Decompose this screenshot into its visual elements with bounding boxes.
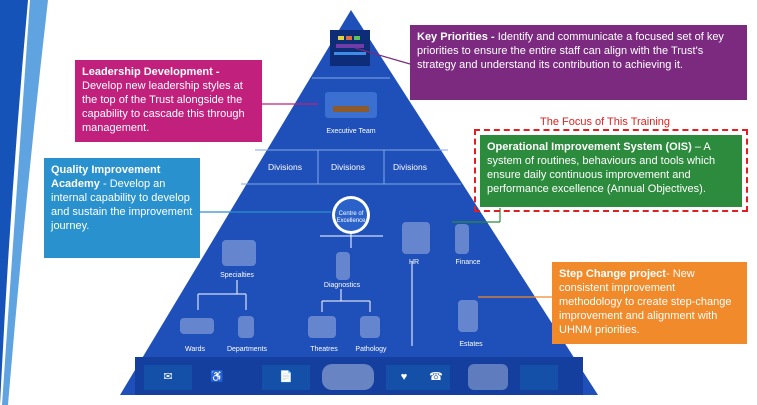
- focus-dashed-frame: [474, 129, 748, 212]
- executive-team-label: Executive Team: [326, 128, 376, 135]
- leadership-body: Develop new leadership styles at the top…: [82, 80, 245, 134]
- step-change-project-box: Step Change project- New consistent impr…: [552, 262, 747, 344]
- monitor-tile: [386, 365, 422, 390]
- quality-improvement-academy-box: Quality Improvement Academy - Develop an…: [44, 158, 200, 258]
- key-priorities-box: Key Priorities - Identify and communicat…: [410, 25, 747, 100]
- centre-of-excellence-label: Centre of Excellence: [336, 211, 366, 224]
- pathology-label: Pathology: [355, 346, 387, 353]
- scanner-icon: [322, 364, 374, 390]
- chat-icon: ✉: [163, 371, 173, 383]
- focus-of-training-label: The Focus of This Training: [540, 116, 671, 128]
- ois-title: Operational Improvement System (OIS): [487, 141, 692, 153]
- key-priorities-body: Identify and communicate a focused set o…: [417, 31, 724, 71]
- phone-tile: [422, 365, 450, 390]
- chat-tile: [144, 365, 192, 390]
- wheelchair-icon: ♿: [210, 371, 224, 383]
- step-change-body: - New consistent improvement methodology…: [559, 268, 732, 336]
- ois-box: Operational Improvement System (OIS) – A…: [480, 135, 742, 207]
- divisions-label-right: Divisions: [393, 162, 428, 172]
- finance-label: Finance: [455, 259, 481, 266]
- patient-icon: [468, 364, 508, 390]
- theatres-people-icon: [308, 316, 336, 338]
- decorative-stripes: [0, 0, 48, 405]
- qia-title: Quality Improvement Academy: [51, 164, 161, 190]
- estates-person-icon: [458, 300, 478, 332]
- leadership-development-box: Leadership Development - Develop new lea…: [75, 60, 262, 142]
- diagnostics-people-icon: [336, 252, 350, 280]
- departments-person-icon: [238, 316, 254, 338]
- divisions-label-left: Divisions: [268, 162, 303, 172]
- step-change-title: Step Change project: [559, 268, 666, 280]
- key-priorities-title: Key Priorities -: [417, 31, 495, 43]
- document-icon: 📄: [279, 371, 293, 383]
- wards-bed-icon: [180, 318, 214, 334]
- ois-body: – A system of routines, behaviours and t…: [487, 141, 716, 195]
- departments-label: Departments: [226, 346, 268, 353]
- phone-icon: ☎: [429, 371, 443, 383]
- specialties-label: Specialties: [220, 272, 254, 279]
- document-tile: [262, 365, 310, 390]
- finance-people-icon: [455, 224, 469, 254]
- estates-label: Estates: [459, 341, 483, 348]
- theatres-label: Theatres: [310, 346, 338, 353]
- divisions-label-center: Divisions: [331, 162, 366, 172]
- hr-people-icon: [402, 222, 430, 254]
- wards-label: Wards: [185, 346, 205, 353]
- diagnostics-label: Diagnostics: [323, 282, 361, 289]
- arrow-tile: [520, 365, 558, 390]
- specialties-people-icon: [222, 240, 256, 266]
- pathology-person-icon: [360, 316, 380, 338]
- hr-label: HR: [408, 259, 420, 266]
- heartbeat-icon: ♥: [400, 371, 408, 383]
- qia-body: - Develop an internal capability to deve…: [51, 178, 193, 232]
- leadership-title: Leadership Development -: [82, 66, 220, 78]
